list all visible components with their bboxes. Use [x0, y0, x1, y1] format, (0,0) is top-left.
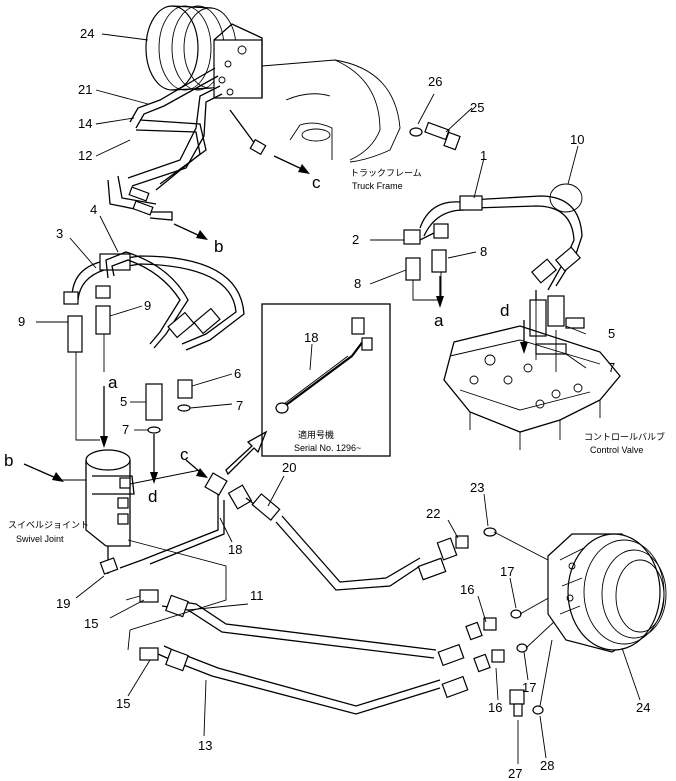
- inset-arrow: [225, 430, 268, 476]
- part-label-21: 21: [78, 82, 92, 97]
- part-label-27: 27: [508, 766, 522, 781]
- part-label-3: 3: [56, 226, 63, 241]
- part-label-23: 23: [470, 480, 484, 495]
- truck-frame-outline: [261, 59, 401, 163]
- part-label-7-left: 7: [122, 422, 129, 437]
- part-label-16-top: 16: [460, 582, 474, 597]
- part-label-5-left: 5: [120, 394, 127, 409]
- part-label-10: 10: [570, 132, 584, 147]
- part-label-12: 12: [78, 148, 92, 163]
- part-label-4: 4: [90, 202, 97, 217]
- part-label-18-inset: 18: [304, 330, 318, 345]
- part-label-6: 6: [234, 366, 241, 381]
- travel-motor-top: [145, 5, 263, 99]
- marker-b-left: b: [4, 451, 13, 470]
- part-label-8-right: 8: [480, 244, 487, 259]
- part-label-16-bottom: 16: [488, 700, 502, 715]
- part-label-14: 14: [78, 116, 92, 131]
- part-label-8-left: 8: [354, 276, 361, 291]
- travel-motor-bottom: [547, 533, 667, 653]
- part-label-17-top: 17: [500, 564, 514, 579]
- part-label-25: 25: [470, 100, 484, 115]
- marker-c-top: c: [312, 173, 321, 192]
- swivel-joint-label-en: Swivel Joint: [16, 534, 64, 544]
- part-label-15-top: 15: [84, 616, 98, 631]
- marker-a-left: a: [108, 373, 118, 392]
- control-valve-label-jp: コントロールバルブ: [584, 431, 665, 442]
- part-label-9-left: 9: [18, 314, 25, 329]
- part-label-15-bottom: 15: [116, 696, 130, 711]
- part-label-19: 19: [56, 596, 70, 611]
- connection-arrows: [23, 155, 528, 484]
- marker-c-mid: c: [180, 445, 189, 464]
- serial-inset: [261, 303, 391, 457]
- part-label-17-bottom: 17: [522, 680, 536, 695]
- part-label-24-top: 24: [80, 26, 94, 41]
- bolt-washer-25-26: [409, 121, 461, 151]
- leader-lines: [36, 33, 641, 764]
- swivel-joint: [56, 449, 201, 575]
- part-label-9-right: 9: [144, 298, 151, 313]
- marker-b-top: b: [214, 237, 223, 256]
- part-label-18-main: 18: [228, 542, 242, 557]
- component-labels: トラックフレーム Truck Frame コントロールバルブ Control V…: [8, 168, 665, 544]
- part-label-5-right: 5: [608, 326, 615, 341]
- connection-letters: c b a d a b d c: [4, 173, 509, 506]
- serial-label-jp: 適用号機: [298, 429, 334, 440]
- part-label-13: 13: [198, 738, 212, 753]
- part-label-20: 20: [282, 460, 296, 475]
- part-label-26: 26: [428, 74, 442, 89]
- truck-frame-label-jp: トラックフレーム: [350, 168, 422, 178]
- pipes-top-motor: [107, 67, 267, 221]
- part-label-7-right: 7: [608, 360, 615, 375]
- part-label-7-mid: 7: [236, 398, 243, 413]
- left-hose-assembly: [63, 251, 245, 441]
- part-label-24-bottom: 24: [636, 700, 650, 715]
- serial-label-en: Serial No. 1296~: [294, 443, 361, 453]
- part-number-labels: 24 21 14 12 26 25 1 10 2 8 8 4 3 9 9 18 …: [18, 26, 650, 781]
- part-label-11: 11: [250, 588, 264, 603]
- marker-d-right: d: [500, 301, 509, 320]
- right-hose-assembly: [403, 183, 585, 355]
- part-label-28: 28: [540, 758, 554, 773]
- part-label-22: 22: [426, 506, 440, 521]
- marker-a-right: a: [434, 311, 444, 330]
- swivel-joint-label-jp: スイベルジョイント: [8, 520, 89, 530]
- part-label-1: 1: [480, 148, 487, 163]
- control-valve: [443, 300, 621, 450]
- truck-frame-label-en: Truck Frame: [352, 181, 403, 191]
- bottom-piping: [119, 472, 441, 715]
- part-label-2: 2: [352, 232, 359, 247]
- marker-d-left: d: [148, 487, 157, 506]
- control-valve-label-en: Control Valve: [590, 445, 643, 455]
- bottom-right-fittings: [417, 527, 557, 717]
